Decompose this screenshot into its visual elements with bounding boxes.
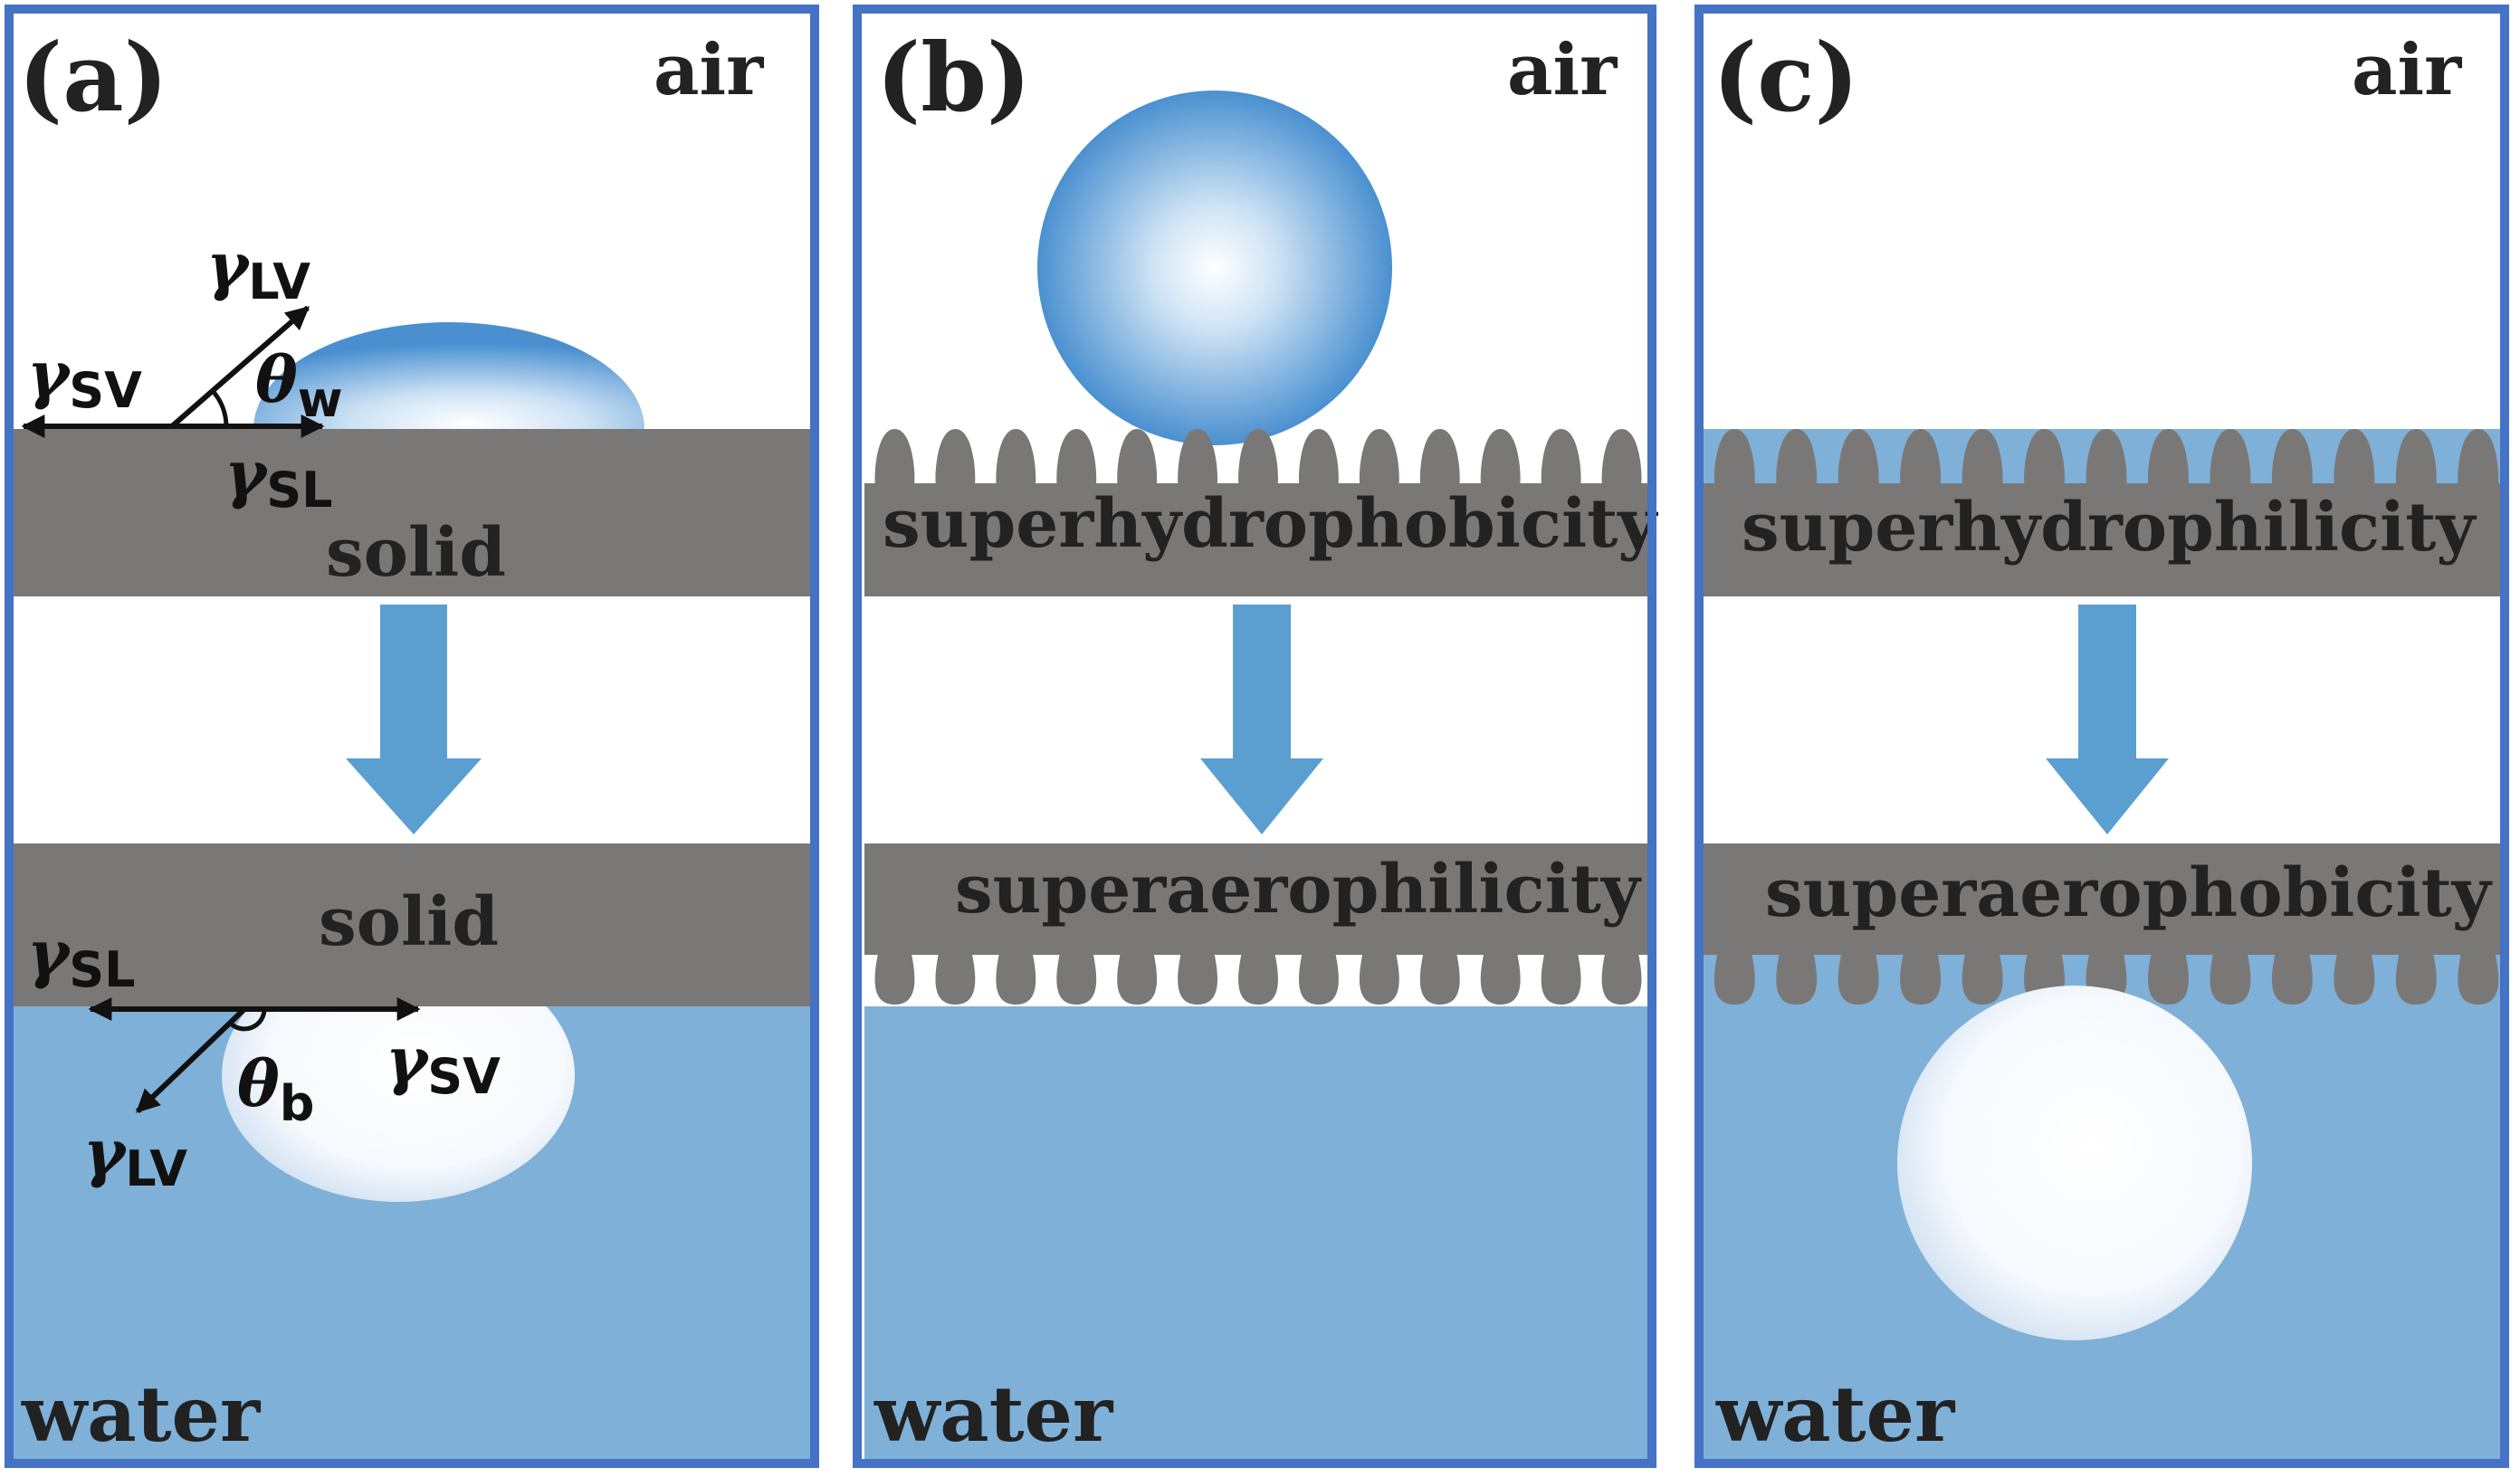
panel-a-water-droplet: [253, 322, 644, 429]
panel-a-theta-w-label: θw: [255, 342, 343, 428]
panel-c-frame: [1694, 5, 2509, 1468]
panel-c-air-label: air: [2352, 29, 2462, 111]
panel-b-flow-arrow: [1200, 605, 1323, 834]
panel-b-solid-top-rough: [864, 429, 1652, 596]
panel-a-vector-gamma-lv-bottom: [135, 1006, 247, 1114]
panel-a-theta-b-label: θb: [237, 1046, 314, 1132]
panel-a-water-label: water: [21, 1369, 262, 1459]
panel-b-water-region: [864, 1006, 1652, 1463]
panel-a-solid-top-label: solid: [326, 514, 506, 592]
panel-a-air-label: air: [654, 29, 764, 111]
panel-a-angle-arc-top: [211, 389, 229, 427]
panel-a-solid-bottom: [9, 843, 815, 1006]
panel-b-top-surface-label: superhydrophobicity: [883, 485, 1658, 563]
panel-a-solid-bottom-label: solid: [319, 883, 499, 961]
panel-a-gamma-sv-top-label: γSV: [27, 337, 142, 419]
panel-a-angle-arc-bottom: [228, 1008, 267, 1032]
panel-a-label: (a): [18, 22, 168, 133]
panel-b-air-label: air: [1507, 29, 1618, 111]
panel-a-frame: [5, 5, 819, 1468]
panel-a-gamma-lv-bottom-label: γLV: [83, 1115, 187, 1197]
panel-c-top-surface-label: superhydrophilicity: [1742, 489, 2477, 567]
panel-a-solid-top: [9, 429, 815, 596]
panel-b-water-label: water: [873, 1369, 1114, 1459]
panel-c: (c) air water superhydrophilicity supera…: [1694, 5, 2509, 1468]
panel-c-solid-top-rough: [1704, 429, 2509, 596]
panel-b: (b) air water superhydrophobicity supera…: [853, 5, 1658, 1468]
panel-b-water-sphere: [1037, 91, 1392, 445]
panel-a-flow-arrow: [346, 605, 482, 834]
panel-c-bottom-surface-label: superaerophobicity: [1765, 854, 2493, 932]
panel-c-air-bubble: [1897, 986, 2252, 1340]
panel-a-gamma-sl-bottom-label: γSL: [27, 916, 136, 998]
panel-c-flow-arrow: [2046, 605, 2169, 834]
panel-b-bottom-surface-label: superaerophilicity: [955, 851, 1642, 929]
panel-b-label: (b): [876, 22, 1031, 133]
panel-a-gamma-sv-bottom-label: γSV: [386, 1023, 501, 1105]
panel-b-solid-bottom-rough: [864, 843, 1652, 1005]
panel-b-frame: [853, 5, 1656, 1468]
panel-c-solid-bottom-rough: [1704, 843, 2509, 1005]
panel-c-water-label: water: [1715, 1369, 1956, 1459]
panel-a-gamma-sl-top-label: γSL: [224, 436, 333, 519]
panel-a-vector-gamma-lv-top: [170, 305, 310, 429]
panel-a-gamma-lv-top-label: γLV: [206, 228, 310, 310]
panel-a: (a) air water solid solid γLV γSV θw γSL…: [5, 5, 819, 1468]
panel-c-label: (c): [1713, 22, 1859, 133]
